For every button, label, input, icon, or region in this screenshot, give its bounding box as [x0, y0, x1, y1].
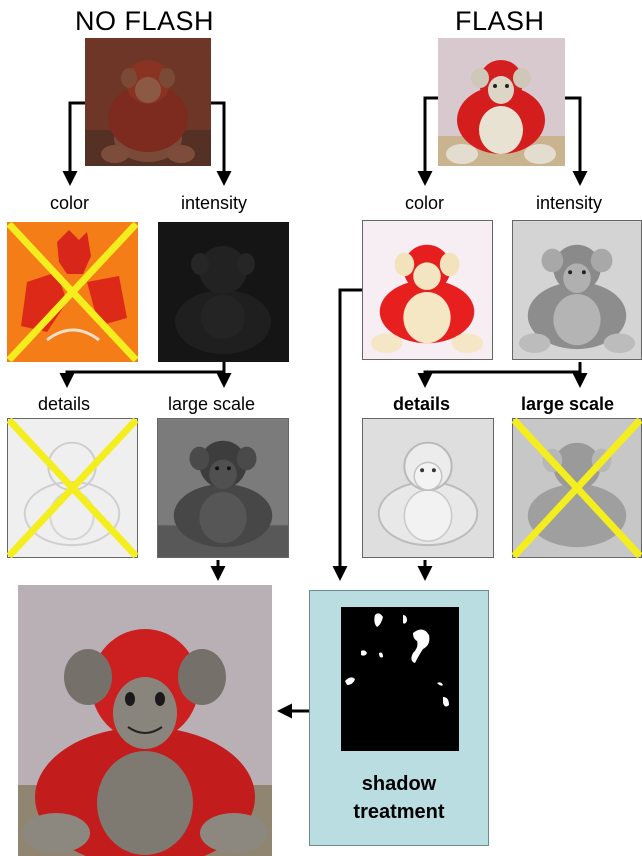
shadow-treatment-line2: treatment — [353, 801, 445, 823]
no-flash-photo — [85, 38, 211, 166]
f-large-scale-label: large scale — [521, 394, 615, 414]
no-flash-title: NO FLASH — [75, 6, 215, 36]
f-intensity-label: intensity — [536, 193, 603, 213]
nf-intensity-image — [158, 222, 289, 362]
nf-large-scale-label: large scale — [168, 394, 256, 414]
nf-color-label: color — [50, 193, 90, 213]
f-large-scale-image — [512, 418, 642, 558]
nf-color-image — [7, 222, 138, 362]
result-photo — [18, 585, 272, 856]
arrow-nf-details — [59, 362, 226, 388]
f-intensity-image — [512, 220, 642, 360]
shadow-treatment-line1: shadow — [361, 773, 437, 795]
nf-details-image — [7, 418, 138, 558]
shadow-treatment-box: shadow treatment — [309, 590, 489, 846]
f-details-label: details — [393, 394, 451, 414]
f-color-image — [362, 220, 493, 360]
arrow-f-color-to-shadow — [332, 288, 362, 581]
flash-title: FLASH — [455, 6, 545, 36]
arrow-f-details — [417, 362, 582, 388]
shadow-mask-image — [341, 607, 459, 751]
f-details-image — [362, 418, 494, 558]
flash-photo — [438, 38, 565, 166]
nf-intensity-label: intensity — [181, 193, 248, 213]
arrow-nf-intensity — [211, 101, 232, 186]
f-color-label: color — [405, 193, 445, 213]
nf-large-scale-image — [157, 418, 289, 558]
arrow-f-intensity — [565, 96, 588, 186]
arrow-nf-color — [62, 101, 85, 186]
arrow-f-color — [417, 96, 438, 186]
nf-details-label: details — [38, 394, 91, 414]
